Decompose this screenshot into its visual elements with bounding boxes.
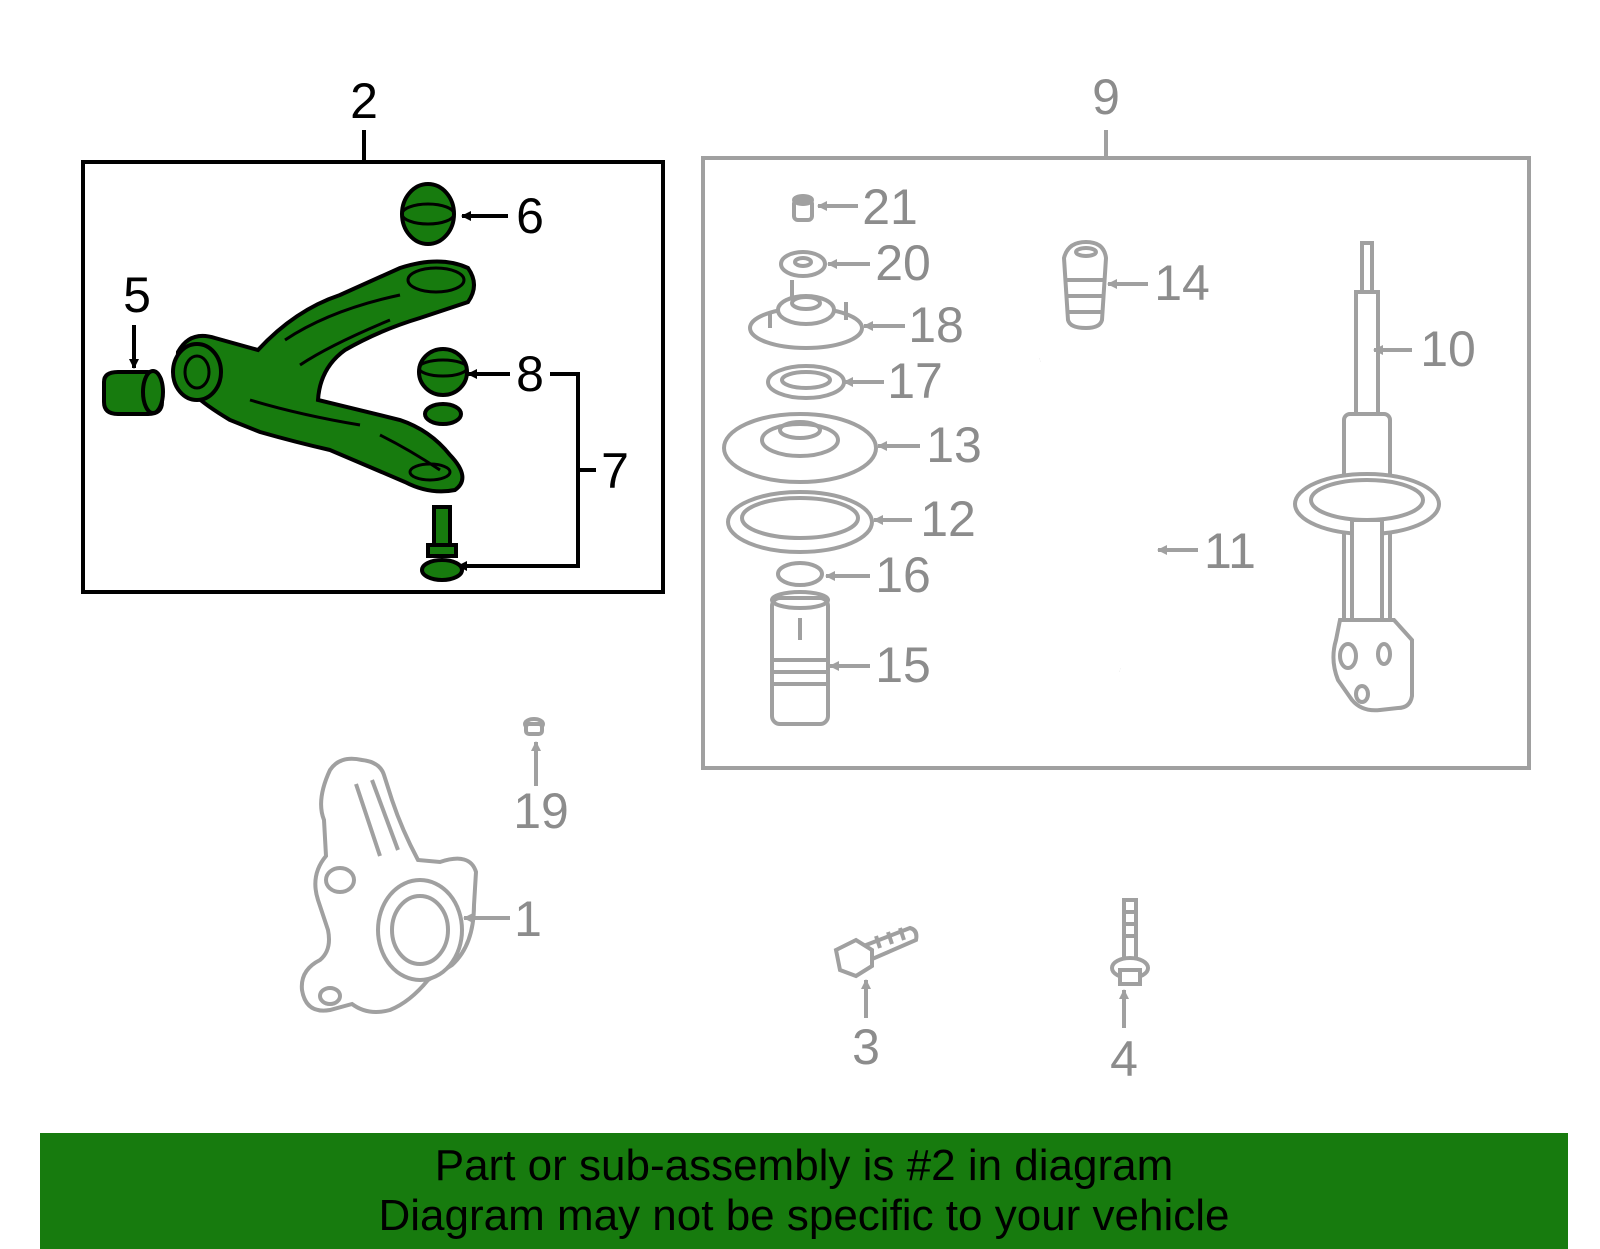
callout-15[interactable]: 15 (875, 637, 931, 693)
part-7-ball-joint[interactable] (420, 505, 464, 582)
banner-line-2: Diagram may not be specific to your vehi… (378, 1191, 1230, 1240)
part-21-nut[interactable] (792, 194, 814, 222)
callout-5[interactable]: 5 (123, 267, 151, 323)
part-13-spring-seat[interactable] (722, 412, 878, 484)
callout-18[interactable]: 18 (908, 297, 964, 353)
part-19-nut[interactable] (523, 717, 545, 736)
group-2-box (81, 160, 665, 594)
group-9-strut-assembly: 9 21 20 18 17 (701, 69, 1531, 770)
banner-line-1: Part or sub-assembly is #2 in diagram (434, 1141, 1174, 1190)
part-3-bolt[interactable] (833, 925, 919, 979)
callout-11[interactable]: 11 (1204, 523, 1256, 579)
callout-7[interactable]: 7 (601, 443, 629, 499)
part-16-washer[interactable] (776, 561, 824, 587)
part-10-strut[interactable] (1293, 241, 1441, 713)
callout-3[interactable]: 3 (852, 1019, 880, 1075)
callout-8[interactable]: 8 (516, 346, 544, 402)
part-2-control-arm[interactable] (171, 259, 476, 494)
callout-4[interactable]: 4 (1110, 1031, 1138, 1087)
part-15-boot[interactable] (770, 590, 830, 726)
part-17-bearing[interactable] (766, 364, 846, 400)
part-4-bolt[interactable] (1110, 898, 1150, 986)
callout-16[interactable]: 16 (875, 547, 931, 603)
part-18-strut-mount[interactable] (748, 280, 864, 350)
part-20-washer[interactable] (779, 250, 827, 278)
group-9-box (701, 156, 1531, 770)
part-11-coil-spring[interactable] (998, 352, 1154, 712)
part-6-bushing[interactable] (400, 182, 456, 246)
callout-17[interactable]: 17 (887, 353, 943, 409)
callout-21[interactable]: 21 (862, 179, 918, 235)
callout-2[interactable]: 2 (350, 73, 378, 129)
callout-12[interactable]: 12 (920, 491, 976, 547)
callout-19[interactable]: 19 (513, 783, 569, 839)
part-14-bump-stop[interactable] (1061, 239, 1109, 331)
callout-13[interactable]: 13 (926, 417, 982, 473)
part-1-steering-knuckle[interactable] (299, 756, 479, 1014)
info-banner: Part or sub-assembly is #2 in diagram Di… (40, 1133, 1568, 1249)
part-8-bushing[interactable] (417, 347, 469, 426)
callout-9[interactable]: 9 (1092, 69, 1120, 125)
group-2-control-arm: 2 6 5 (81, 73, 665, 594)
callout-6[interactable]: 6 (516, 188, 544, 244)
part-12-insulator[interactable] (726, 490, 874, 554)
part-5-bushing[interactable] (102, 369, 165, 416)
callout-1[interactable]: 1 (514, 891, 542, 947)
callout-14[interactable]: 14 (1154, 255, 1210, 311)
callout-20[interactable]: 20 (875, 235, 931, 291)
callout-10[interactable]: 10 (1420, 321, 1476, 377)
